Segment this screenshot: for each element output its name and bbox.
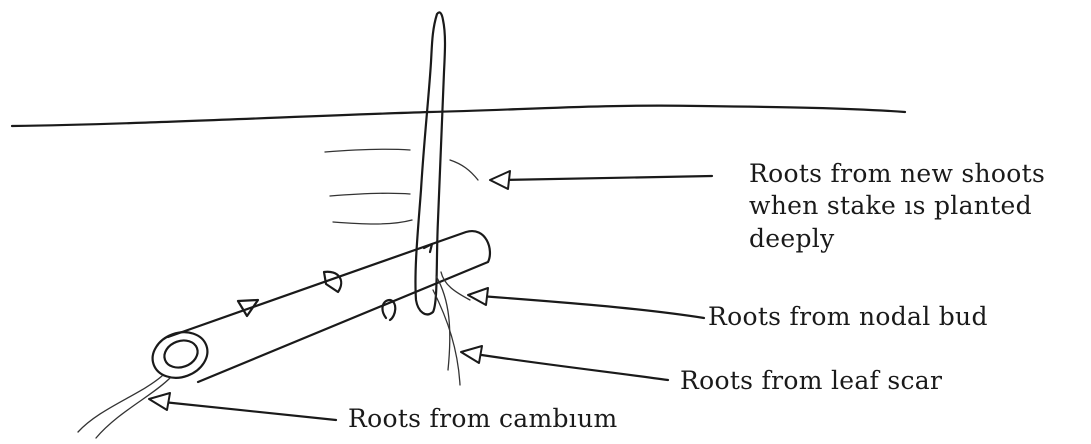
shoot-root-3 [333,220,412,224]
label-cambium: Roots from cambıum [348,402,617,436]
label-new-shoots-line2: when stake ıs planted [749,189,1032,223]
cambium-root-b [96,378,170,438]
label-nodal-bud: Roots from nodal bud [708,300,988,334]
new-shoot-stem [415,12,445,314]
shoot-root-4 [450,160,478,180]
arrow-nodal-bud [468,288,704,318]
cambium-root-a [78,376,162,432]
soil-surface-line [12,106,905,126]
leaf-scar-mark [324,272,341,292]
shoot-root-1 [325,149,410,152]
label-leaf-scar: Roots from leaf scar [680,364,942,398]
label-new-shoots-line3: deeply [749,222,835,256]
arrow-leaf-scar [461,346,668,380]
shoot-root-2 [330,193,410,196]
label-new-shoots-line1: Roots from new shoots [749,157,1045,191]
shoot-node-mark [424,244,432,252]
arrow-cambium [149,393,336,420]
stake-cut-end-inner [161,336,202,372]
arrow-new-shoots [490,171,712,189]
stake-body [168,231,490,382]
